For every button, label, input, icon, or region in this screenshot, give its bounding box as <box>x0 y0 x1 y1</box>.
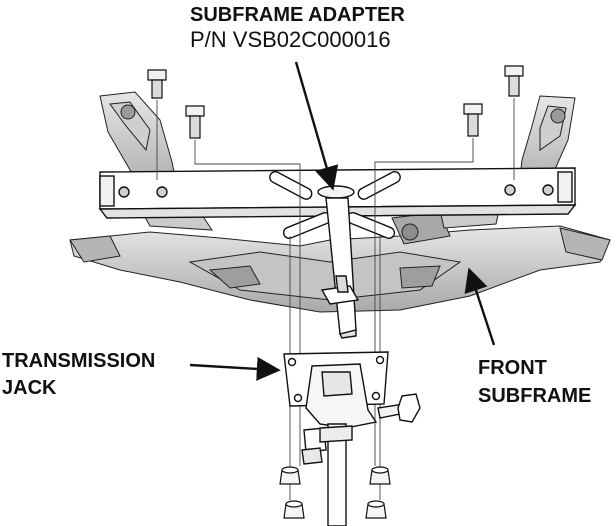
subframe-adapter <box>98 167 577 339</box>
subframe-label-line1: FRONT <box>478 357 547 379</box>
jack-leader-arrow <box>189 356 281 381</box>
leader-lines <box>189 61 496 381</box>
mounting-nuts <box>279 466 391 519</box>
subframe-label-line2: SUBFRAME <box>478 385 592 407</box>
adapter-leader-arrow <box>294 61 339 191</box>
mounting-bolts <box>147 65 524 139</box>
jack-label-line1: TRANSMISSION <box>2 350 156 372</box>
subframe-leader-arrow <box>464 267 496 346</box>
transmission-jack <box>283 351 421 526</box>
jack-label-line2: JACK <box>2 377 57 399</box>
adapter-part-number-label: P/N VSB02C000016 <box>190 27 391 52</box>
adapter-title-label: SUBFRAME ADAPTER <box>190 4 405 26</box>
